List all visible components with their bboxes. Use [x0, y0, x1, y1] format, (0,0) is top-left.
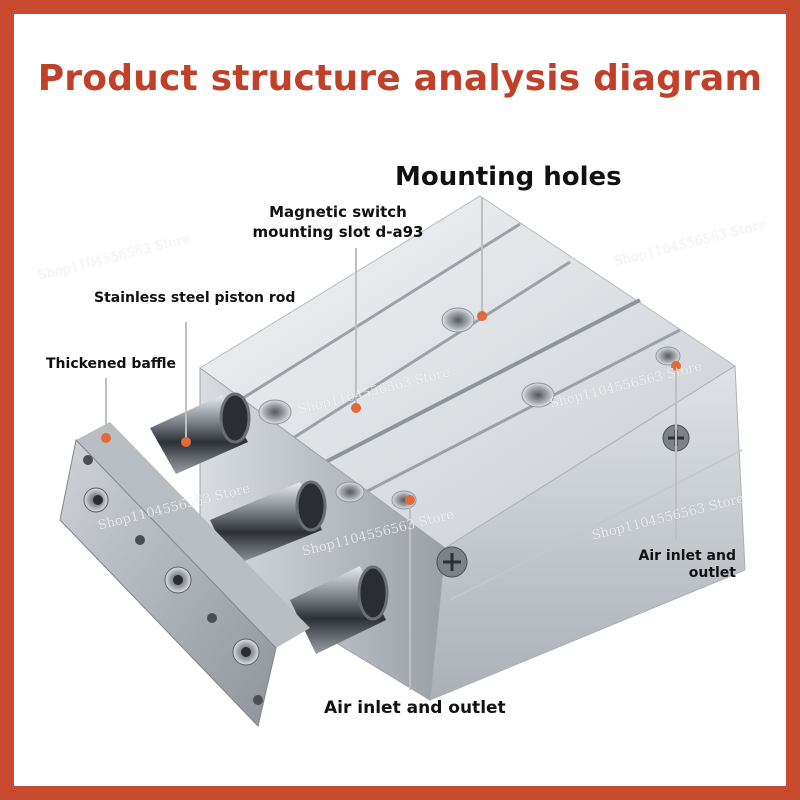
marker-dot-air-bottom	[405, 495, 415, 505]
mounting-hole-4	[335, 481, 365, 503]
label-mounting-holes: Mounting holes	[395, 162, 622, 192]
marker-dot-magnetic-switch	[351, 403, 361, 413]
piston-rod-middle	[210, 480, 327, 566]
top-groove-2	[289, 260, 571, 442]
label-magnetic-switch-line1: Magnetic switch	[269, 203, 407, 221]
label-magnetic-switch-line2: mounting slot d-a93	[252, 223, 424, 241]
marker-dot-piston-rod	[181, 437, 191, 447]
label-air-inlet-bottom: Air inlet and outlet	[324, 698, 506, 718]
label-baffle: Thickened baffle	[46, 356, 176, 372]
thickened-baffle-plate	[59, 422, 310, 728]
mounting-hole-1	[441, 307, 475, 333]
label-air-right-line1: Air inlet and	[638, 548, 736, 564]
label-air-inlet-right: Air inlet and outlet	[600, 548, 736, 582]
label-magnetic-switch: Magnetic switch mounting slot d-a93	[240, 202, 436, 242]
top-groove-3	[309, 298, 641, 472]
label-piston-rod: Stainless steel piston rod	[94, 290, 296, 306]
marker-dot-mounting-holes	[477, 311, 487, 321]
marker-dot-baffle	[101, 433, 111, 443]
piston-rod-top	[150, 392, 251, 474]
air-port-screw-front	[436, 546, 468, 578]
top-groove-1	[239, 222, 521, 402]
piston-rod-bottom	[290, 565, 389, 654]
top-groove-4	[349, 328, 681, 502]
mounting-hole-6	[655, 346, 681, 366]
label-air-right-line2: outlet	[688, 565, 736, 581]
page-title: Product structure analysis diagram	[37, 58, 763, 99]
side-rib	[449, 449, 743, 601]
mounting-hole-3	[258, 399, 292, 425]
marker-dot-air-right	[671, 361, 681, 371]
mounting-hole-2	[521, 382, 555, 408]
